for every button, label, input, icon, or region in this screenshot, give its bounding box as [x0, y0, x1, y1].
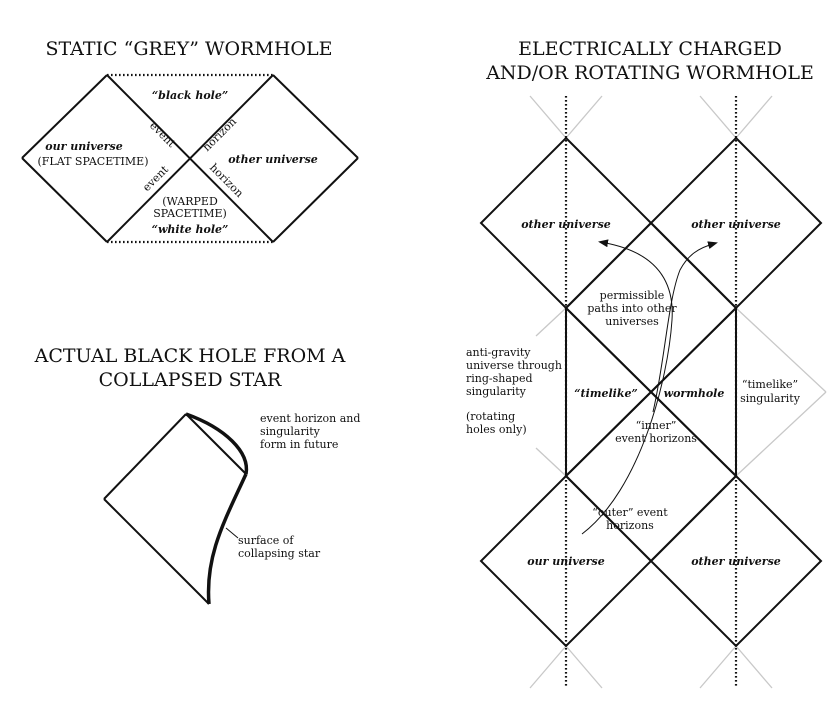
- outer-horizons-label-line2: horizons: [606, 519, 654, 532]
- path-to-right-universe: [652, 241, 718, 413]
- charged-title-line1: ELECTRICALLY CHARGED: [518, 38, 782, 60]
- horizon-label-line2: singularity: [260, 425, 321, 438]
- timelike-singularity-label-line2: singularity: [740, 392, 801, 405]
- lower-universe-diamonds: [479, 474, 823, 648]
- paths-label-line3: universes: [605, 315, 659, 328]
- collapse-title-line2: COLLAPSED STAR: [99, 369, 282, 391]
- collapse-title-line1: ACTUAL BLACK HOLE FROM A: [34, 345, 346, 367]
- left-outer-edge: [103, 413, 187, 500]
- charged-wormhole-panel: ELECTRICALLY CHARGED AND/OR ROTATING WOR…: [466, 38, 827, 689]
- left-diamond-edge: [21, 74, 108, 159]
- collapsed-star-panel: ACTUAL BLACK HOLE FROM A COLLAPSED STAR …: [34, 345, 360, 605]
- central-lower-diamond: [564, 390, 738, 563]
- paths-label-line1: permissible: [600, 289, 665, 302]
- other-universe-top-left-label: other universe: [521, 218, 611, 231]
- static-wormhole-panel: STATIC “GREY” WORMHOLE “black hole” our …: [21, 38, 359, 244]
- antigravity-label-line2: universe through: [466, 359, 562, 372]
- outer-horizons-label-line1: “outer” event: [592, 506, 668, 519]
- our-universe-label: our universe: [527, 555, 605, 568]
- horizon-label-line3: form in future: [260, 438, 338, 451]
- rotating-label-line1: (rotating: [466, 410, 515, 423]
- our-universe-label: our universe: [45, 140, 123, 153]
- bottom-outer-edge: [103, 498, 210, 605]
- other-universe-label: other universe: [228, 153, 318, 166]
- antigravity-label-line4: singularity: [466, 385, 527, 398]
- flat-spacetime-label: (FLAT SPACETIME): [38, 155, 149, 168]
- singularity-curve: [185, 412, 249, 475]
- surface-label-line2: collapsing star: [238, 547, 321, 560]
- other-universe-bottom-right-label: other universe: [691, 555, 781, 568]
- right-diamond-edge: [272, 157, 359, 243]
- black-hole-label: “black hole”: [152, 89, 228, 102]
- timelike-singularity-label-line1: “timelike”: [742, 378, 798, 391]
- rotating-label-line2: holes only): [466, 423, 527, 436]
- surface-pointer-line: [225, 527, 239, 539]
- horizon-label-line1: event horizon and: [260, 412, 360, 425]
- inner-horizons-label-line2: event horizons: [615, 432, 697, 445]
- event-horizon-line: [106, 74, 274, 243]
- warped-label-line2: SPACETIME): [153, 207, 227, 220]
- warped-label-line1: (WARPED: [162, 195, 218, 208]
- paths-label-line2: paths into other: [587, 302, 677, 315]
- antigravity-label-line3: ring-shaped: [466, 372, 533, 385]
- event-top-label: event: [147, 119, 178, 150]
- charged-title-line2: AND/OR ROTATING WORMHOLE: [485, 62, 814, 84]
- horizon-top-label: horizon: [200, 115, 239, 154]
- surface-label-line1: surface of: [238, 534, 294, 547]
- left-diamond-edge: [21, 157, 108, 243]
- static-wormhole-title: STATIC “GREY” WORMHOLE: [46, 38, 333, 60]
- antigravity-label-line1: anti-gravity: [466, 346, 531, 359]
- star-surface-curve: [206, 473, 248, 605]
- wormhole-label: wormhole: [664, 387, 725, 400]
- event-horizon-line: [185, 413, 247, 475]
- right-diamond-edge: [272, 74, 359, 159]
- white-hole-label: “white hole”: [152, 223, 229, 236]
- timelike-left-label: “timelike”: [574, 387, 638, 400]
- inner-horizons-label-line1: “inner”: [636, 419, 677, 432]
- other-universe-top-right-label: other universe: [691, 218, 781, 231]
- path-to-left-universe: [581, 239, 673, 535]
- grey-continuation-lines: [529, 95, 827, 689]
